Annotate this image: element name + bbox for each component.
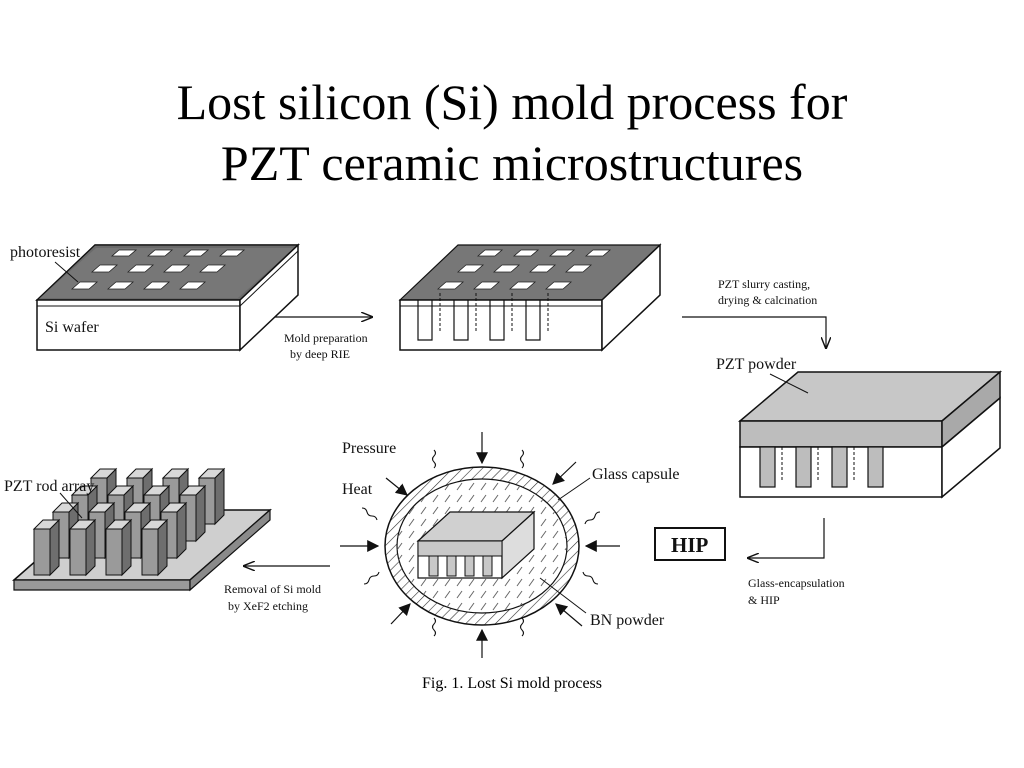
- pressure-arrows: [340, 432, 620, 658]
- heat-squiggles: [361, 449, 601, 637]
- bn-powder-leader: [539, 577, 587, 614]
- title-line-1: Lost silicon (Si) mold process for: [176, 74, 848, 130]
- pzt-powder-leader: [769, 373, 809, 394]
- glass-capsule-leader: [557, 477, 591, 501]
- slurry-label-1: PZT slurry casting,: [718, 277, 810, 291]
- si-wafer-label: Si wafer: [45, 319, 99, 336]
- slurry-label-2: drying & calcination: [718, 293, 817, 307]
- mold-prep-label-2: by deep RIE: [290, 347, 350, 361]
- pzt-rod-array: [12, 467, 272, 592]
- pzt-rod-array-leader: [59, 492, 83, 519]
- hip-label: HIP: [671, 533, 709, 557]
- arrow-slurry-casting: [682, 316, 826, 348]
- bn-powder-label: BN powder: [590, 612, 665, 629]
- glass-encap-label-1: Glass-encapsulation: [748, 576, 845, 590]
- removal-label-1: Removal of Si mold: [224, 582, 321, 596]
- glass-capsule: [384, 466, 580, 626]
- pzt-powder-label: PZT powder: [716, 356, 797, 373]
- heat-label: Heat: [342, 481, 373, 498]
- glass-encap-label-2: & HIP: [748, 593, 780, 607]
- slide-title: Lost silicon (Si) mold process for PZT c…: [0, 72, 1024, 194]
- hip-box: [654, 527, 726, 561]
- removal-label-2: by XeF2 etching: [228, 599, 308, 613]
- photoresist-label: photoresist: [10, 244, 81, 261]
- pzt-rod: [140, 518, 169, 577]
- title-line-2: PZT ceramic microstructures: [220, 135, 804, 191]
- pzt-rod: [68, 518, 97, 577]
- pressure-label: Pressure: [342, 440, 396, 457]
- figure-caption: Fig. 1. Lost Si mold process: [421, 675, 602, 692]
- arrow-glass-encapsulation: [748, 518, 825, 558]
- pzt-rod: [32, 518, 61, 577]
- photoresist-openings: [70, 249, 246, 290]
- pzt-filled-mold: [737, 370, 1003, 499]
- etched-si-mold: [398, 243, 662, 352]
- pzt-rod: [104, 518, 133, 577]
- pzt-rod-array-label: PZT rod array: [4, 478, 94, 495]
- glass-capsule-label: Glass capsule: [592, 466, 680, 483]
- mold-prep-label-1: Mold preparation: [284, 331, 368, 345]
- si-wafer-block: [35, 243, 300, 352]
- photoresist-leader: [54, 261, 79, 283]
